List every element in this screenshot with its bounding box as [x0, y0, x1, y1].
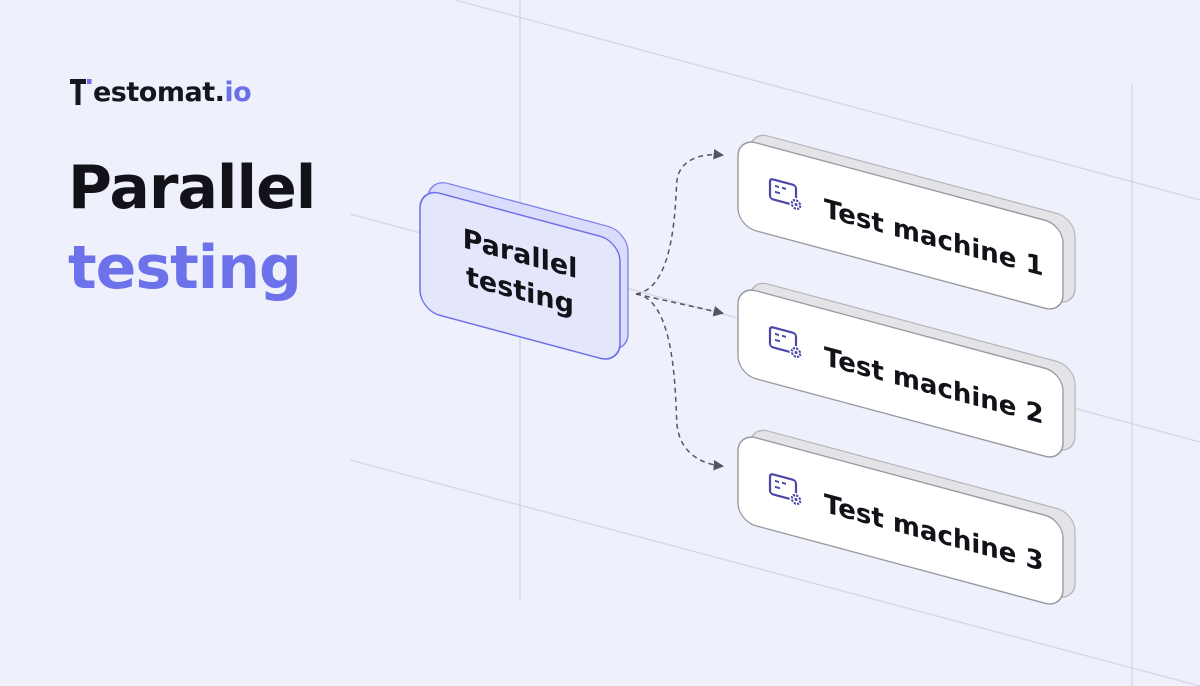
- connectors: [635, 149, 725, 471]
- connector-to-machine-2: [635, 293, 725, 317]
- brand-name-suffix: io: [224, 76, 252, 108]
- title-line-2: testing: [68, 233, 302, 303]
- test-machine-1: Test machine 1: [737, 134, 1076, 310]
- test-machine-3: Test machine 3: [737, 429, 1076, 605]
- connector-to-machine-1: [635, 149, 725, 295]
- connector-to-machine-3: [635, 293, 725, 471]
- title-line-1: Parallel: [68, 153, 316, 223]
- source-node: Parallel testing: [419, 182, 629, 360]
- test-machine-2: Test machine 2: [737, 282, 1076, 458]
- logo-t-mark-icon: [70, 79, 92, 105]
- brand-name: estomat.: [93, 76, 225, 108]
- brand-logo: estomat.io: [70, 72, 252, 112]
- page-title: Parallel testing: [68, 148, 316, 308]
